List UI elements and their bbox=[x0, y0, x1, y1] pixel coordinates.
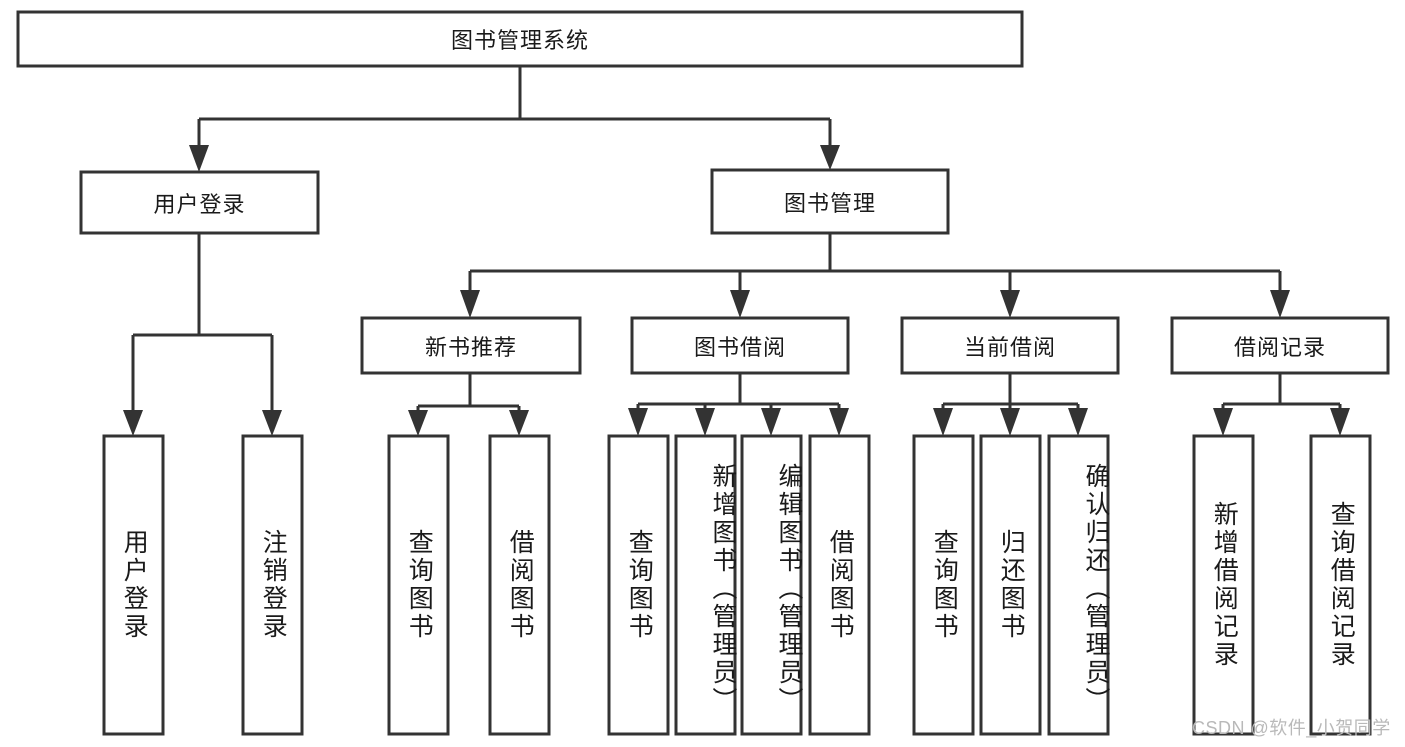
arrow-head-leaf-logout-login bbox=[262, 410, 282, 436]
arrow-head-leaf-query-book-2 bbox=[628, 408, 648, 436]
node-box-book-borrow[interactable] bbox=[630, 316, 850, 375]
node-box-book-manage[interactable] bbox=[710, 168, 950, 235]
node-box-leaf-query-book-1[interactable] bbox=[387, 434, 450, 736]
arrow-head-leaf-user-login bbox=[123, 410, 143, 436]
node-box-book-management-system[interactable] bbox=[16, 10, 1024, 68]
arrow-head-leaf-confirm-return bbox=[1068, 408, 1088, 436]
arrow-head-leaf-add-book bbox=[695, 408, 715, 436]
arrow-head-book-borrow bbox=[730, 290, 750, 318]
arrow-head-leaf-query-book-3 bbox=[933, 408, 953, 436]
arrow-head-leaf-return-book bbox=[1000, 408, 1020, 436]
node-box-leaf-query-book-3[interactable] bbox=[912, 434, 975, 736]
node-box-leaf-return-book[interactable] bbox=[979, 434, 1042, 736]
arrow-head-borrow-record bbox=[1270, 290, 1290, 318]
node-box-current-borrow[interactable] bbox=[900, 316, 1120, 375]
node-box-leaf-add-book[interactable] bbox=[674, 434, 737, 736]
node-box-leaf-query-borrow-record[interactable] bbox=[1309, 434, 1372, 736]
arrow-head-leaf-query-book-1 bbox=[408, 410, 428, 436]
arrow-head-new-book-recommend bbox=[460, 290, 480, 318]
arrow-head-leaf-borrow-book-2 bbox=[829, 408, 849, 436]
arrow-head-book-manage bbox=[820, 145, 840, 170]
arrow-head-leaf-edit-book bbox=[761, 408, 781, 436]
arrow-head-leaf-borrow-book-1 bbox=[509, 410, 529, 436]
node-box-leaf-borrow-book-1[interactable] bbox=[488, 434, 551, 736]
node-box-borrow-record[interactable] bbox=[1170, 316, 1390, 375]
node-box-leaf-user-login[interactable] bbox=[102, 434, 165, 736]
node-box-leaf-query-book-2[interactable] bbox=[607, 434, 670, 736]
arrow-head-user-login bbox=[189, 145, 209, 172]
node-box-user-login[interactable] bbox=[79, 170, 320, 235]
node-box-leaf-add-borrow-record[interactable] bbox=[1192, 434, 1255, 736]
arrow-head-current-borrow bbox=[1000, 290, 1020, 318]
node-box-leaf-borrow-book-2[interactable] bbox=[808, 434, 871, 736]
node-box-leaf-logout-login[interactable] bbox=[241, 434, 304, 736]
arrow-head-leaf-query-borrow-record bbox=[1330, 408, 1350, 436]
node-box-leaf-edit-book[interactable] bbox=[740, 434, 803, 736]
arrow-head-leaf-add-borrow-record bbox=[1213, 408, 1233, 436]
node-box-leaf-confirm-return[interactable] bbox=[1047, 434, 1110, 736]
node-box-new-book-recommend[interactable] bbox=[360, 316, 582, 375]
